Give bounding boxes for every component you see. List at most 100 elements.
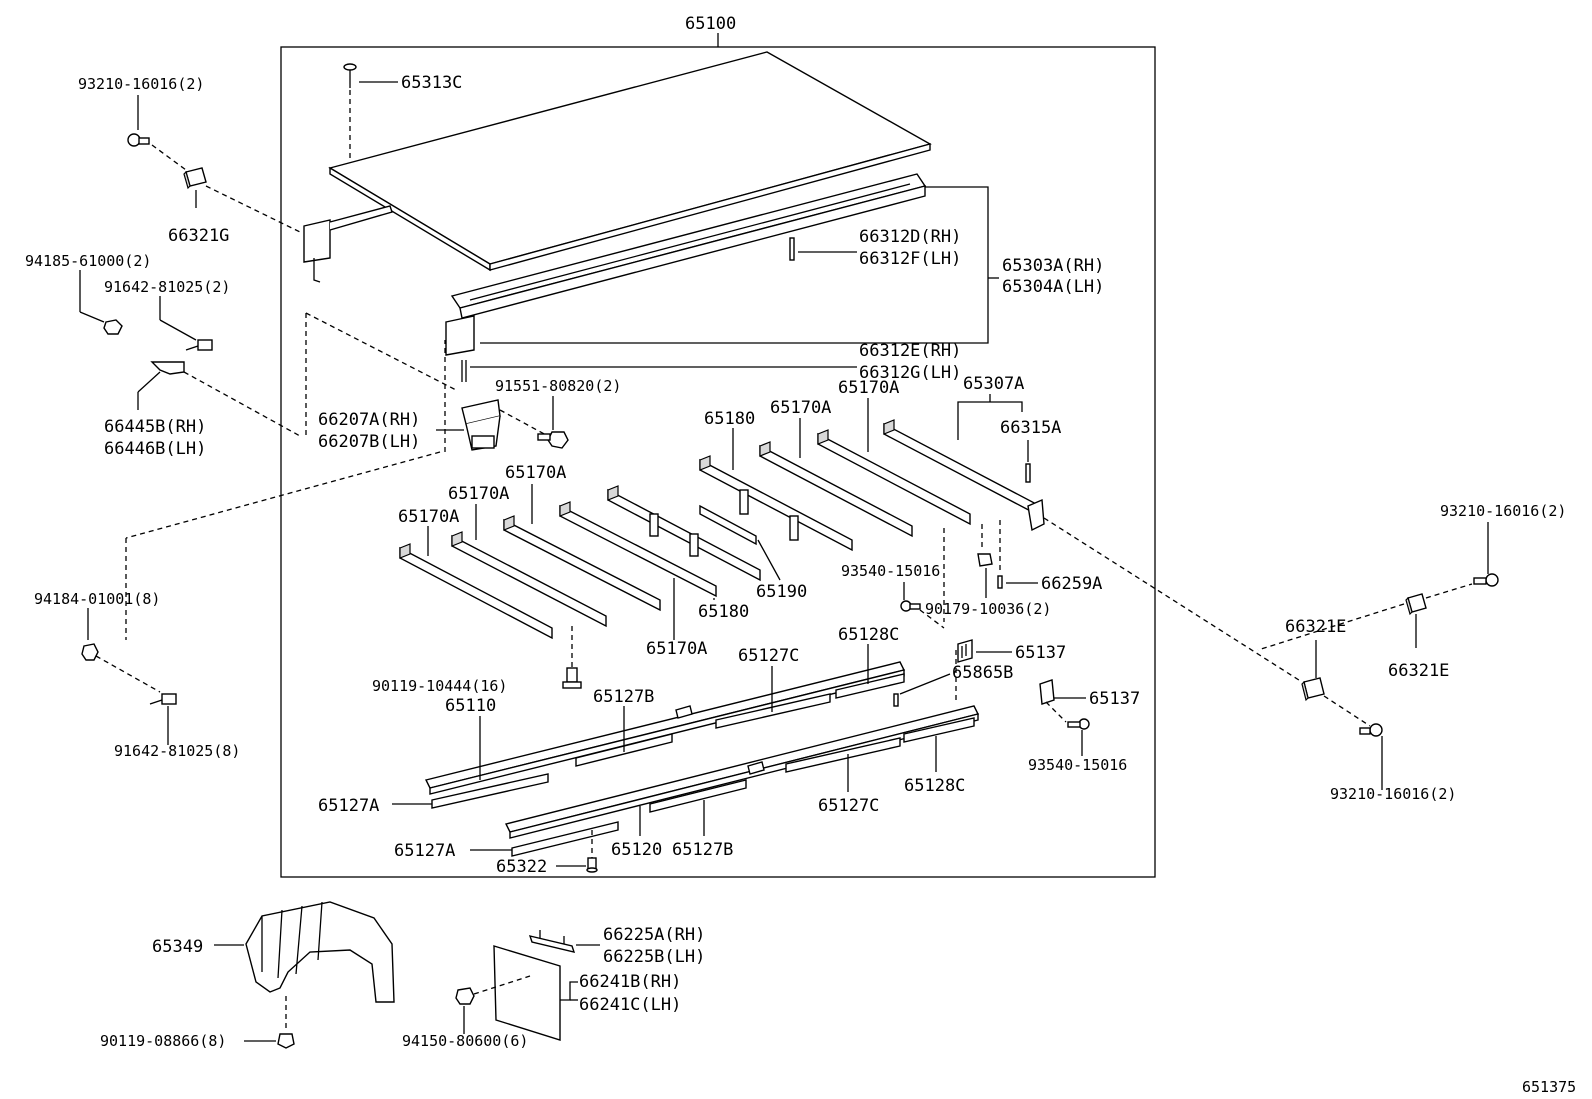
label-66321E-right: 66321E [1388, 661, 1449, 681]
label-65322: 65322 [496, 857, 547, 877]
label-66241C: 66241C(LH) [579, 995, 681, 1015]
strip-65127A-a [431, 773, 549, 809]
label-66321E-left: 66321E [1285, 617, 1346, 637]
label-93540-a: 93540-15016 [841, 562, 940, 580]
label-65190: 65190 [756, 582, 807, 602]
label-90119-10444: 90119-10444(16) [372, 677, 507, 695]
label-93210-16016-tl: 93210-16016(2) [78, 75, 204, 93]
label-66445B: 66445B(RH) [104, 417, 206, 437]
label-65349: 65349 [152, 937, 203, 957]
bolt-90119-10444 [562, 667, 582, 689]
label-93210-16016-r: 93210-16016(2) [1440, 502, 1566, 520]
crossmember-2 [451, 531, 607, 628]
crossmember-65180-c [699, 455, 853, 552]
assembly-number: 65100 [685, 14, 736, 34]
label-65120: 65120 [611, 840, 662, 860]
label-65128C-b: 65128C [904, 776, 965, 796]
label-65170A-c: 65170A [505, 463, 566, 483]
label-65303A: 65303A(RH) [1002, 256, 1104, 276]
bolt-91642-a [185, 339, 213, 351]
hinge-plate-left [303, 205, 393, 283]
label-94185: 94185-61000(2) [25, 252, 151, 270]
label-65170A-f: 65170A [838, 378, 899, 398]
label-66312D: 66312D(RH) [859, 227, 961, 247]
crossmember-65190 [699, 504, 757, 546]
pin-66259A [997, 575, 1003, 589]
strip-65128C-b [903, 717, 975, 743]
bolt-93210-br [1359, 723, 1383, 737]
label-65127A-a: 65127A [318, 796, 379, 816]
bolt-91551 [537, 431, 569, 449]
sill-65110 [424, 661, 906, 795]
label-66315A: 66315A [1000, 418, 1061, 438]
label-93210-16016-br: 93210-16016(2) [1330, 785, 1456, 803]
label-65180-b: 65180 [698, 602, 749, 622]
label-65127B-a: 65127B [593, 687, 654, 707]
crossmember-65180-a [559, 501, 717, 598]
pin-66312D [789, 237, 795, 261]
crossmember-1 [399, 543, 553, 640]
mudflap-66241B [493, 945, 561, 1041]
strip-65127C-a [715, 693, 831, 729]
label-66321G: 66321G [168, 226, 229, 246]
label-66312G: 66312G(LH) [859, 363, 961, 383]
strip-65128C-a [835, 673, 905, 699]
figure-number: 651375 [1522, 1078, 1576, 1096]
label-66259A: 66259A [1041, 574, 1102, 594]
label-65170A-d: 65170A [646, 639, 707, 659]
crossmember-3 [503, 515, 661, 612]
bolt-93540-a [900, 600, 921, 612]
label-91642-b: 91642-81025(8) [114, 742, 240, 760]
bolt-91642-b [149, 693, 177, 705]
label-65180-a: 65180 [704, 409, 755, 429]
bracket-66445B [150, 361, 185, 375]
crossmember-5 [759, 441, 913, 538]
screw-65322 [586, 857, 598, 873]
deck-board [328, 51, 932, 272]
mudflap-bracket-66225A [528, 930, 576, 953]
label-66225B: 66225B(LH) [603, 947, 705, 967]
pin-65865B [893, 693, 899, 707]
nut-94150 [455, 987, 475, 1005]
rear-member-65307A [883, 419, 1045, 532]
label-90119-08866: 90119-08866(8) [100, 1032, 226, 1050]
block-66321E-left [1301, 677, 1325, 702]
label-66225A: 66225A(RH) [603, 925, 705, 945]
label-65304A: 65304A(LH) [1002, 277, 1104, 297]
label-65127C-a: 65127C [738, 646, 799, 666]
sill-65120 [504, 705, 980, 839]
label-66241B: 66241B(RH) [579, 972, 681, 992]
label-65110: 65110 [445, 696, 496, 716]
block-66321E-right [1405, 593, 1427, 616]
label-65127C-b: 65127C [818, 796, 879, 816]
label-66312F: 66312F(LH) [859, 249, 961, 269]
label-65137-a: 65137 [1015, 643, 1066, 663]
bolt-93210-tl [127, 133, 150, 147]
label-94184: 94184-01001(8) [34, 590, 160, 608]
label-66312E: 66312E(RH) [859, 341, 961, 361]
label-91551: 91551-80820(2) [495, 377, 621, 395]
clip-65137-b [1039, 679, 1055, 705]
screw-65313C [343, 63, 357, 88]
label-65865B: 65865B [952, 663, 1013, 683]
nut-94184 [81, 643, 99, 661]
label-66446B: 66446B(LH) [104, 439, 206, 459]
label-94150: 94150-80600(6) [402, 1032, 528, 1050]
nut-90179 [977, 553, 993, 567]
label-65170A-e: 65170A [770, 398, 831, 418]
label-91642-a: 91642-81025(2) [104, 278, 230, 296]
bolt-93210-r [1473, 573, 1499, 587]
label-65313C: 65313C [401, 73, 462, 93]
strip-65127C-b [785, 737, 901, 773]
label-65170A-b: 65170A [448, 484, 509, 504]
label-65137-b: 65137 [1089, 689, 1140, 709]
label-93540-b: 93540-15016 [1028, 756, 1127, 774]
label-66207A: 66207A(RH) [318, 410, 420, 430]
bolt-93540-b [1067, 718, 1090, 730]
crossmember-4 [607, 485, 761, 582]
clip-65137-a [957, 639, 973, 663]
block-66321G [183, 167, 207, 190]
label-65170A-a: 65170A [398, 507, 459, 527]
bolt-90119-08866 [277, 1033, 295, 1049]
